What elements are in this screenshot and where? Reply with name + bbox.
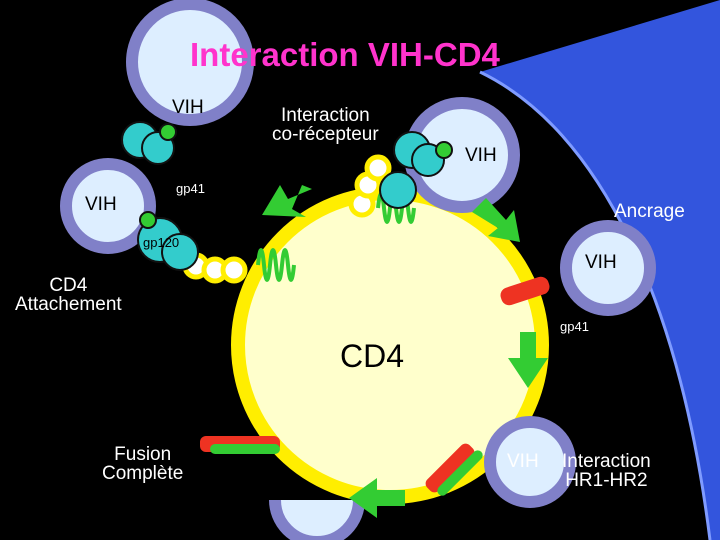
label-fusion-line1: Fusion (114, 444, 172, 465)
label-cd4-attachement: CD4 Attachement (15, 276, 122, 314)
arrow-left (349, 478, 405, 518)
virus-fusion (200, 436, 365, 540)
blue-band (480, 0, 720, 540)
label-cd4-attachement-line1: CD4 (49, 275, 88, 296)
arrow-up (262, 185, 312, 217)
label-fusion-line2: Complète (102, 463, 184, 484)
cd4-receptor-chain (182, 154, 392, 284)
label-fusion: Fusion Complète (102, 445, 183, 483)
label-cd4-attachement-line2: Attachement (15, 294, 122, 315)
label-gp120: gp120 (143, 235, 180, 250)
virus-ancrage (500, 220, 656, 316)
virus-top (121, 0, 254, 165)
page-title: Interaction VIH-CD4 (190, 36, 500, 73)
label-vih-top: VIH (172, 97, 204, 118)
label-gp41-right: gp41 (560, 319, 589, 334)
arrow-down-right (472, 198, 520, 242)
label-vih-ancrage: VIH (585, 252, 617, 273)
label-vih-hr: VIH (507, 451, 539, 472)
label-interaction-coreceptor-line2: co-récepteur (272, 124, 379, 145)
label-ancrage: Ancrage (614, 201, 685, 222)
virus-hr (425, 416, 576, 508)
arrow-group (262, 185, 548, 518)
virus-left (60, 158, 199, 271)
label-interaction-hr: Interaction HR1-HR2 (562, 452, 651, 490)
label-interaction-coreceptor-line1: Interaction (280, 105, 370, 126)
virus-coreceptor (379, 97, 520, 213)
label-vih-left: VIH (85, 194, 117, 215)
label-interaction-hr-line2: HR1-HR2 (565, 470, 648, 491)
label-vih-coreceptor: VIH (465, 145, 497, 166)
label-gp41: gp41 (176, 181, 205, 196)
label-cd4-cell: CD4 (340, 338, 405, 374)
label-interaction-coreceptor: Interaction co-récepteur (272, 106, 379, 144)
arrow-down (508, 332, 548, 388)
label-interaction-hr-line1: Interaction (562, 451, 651, 472)
